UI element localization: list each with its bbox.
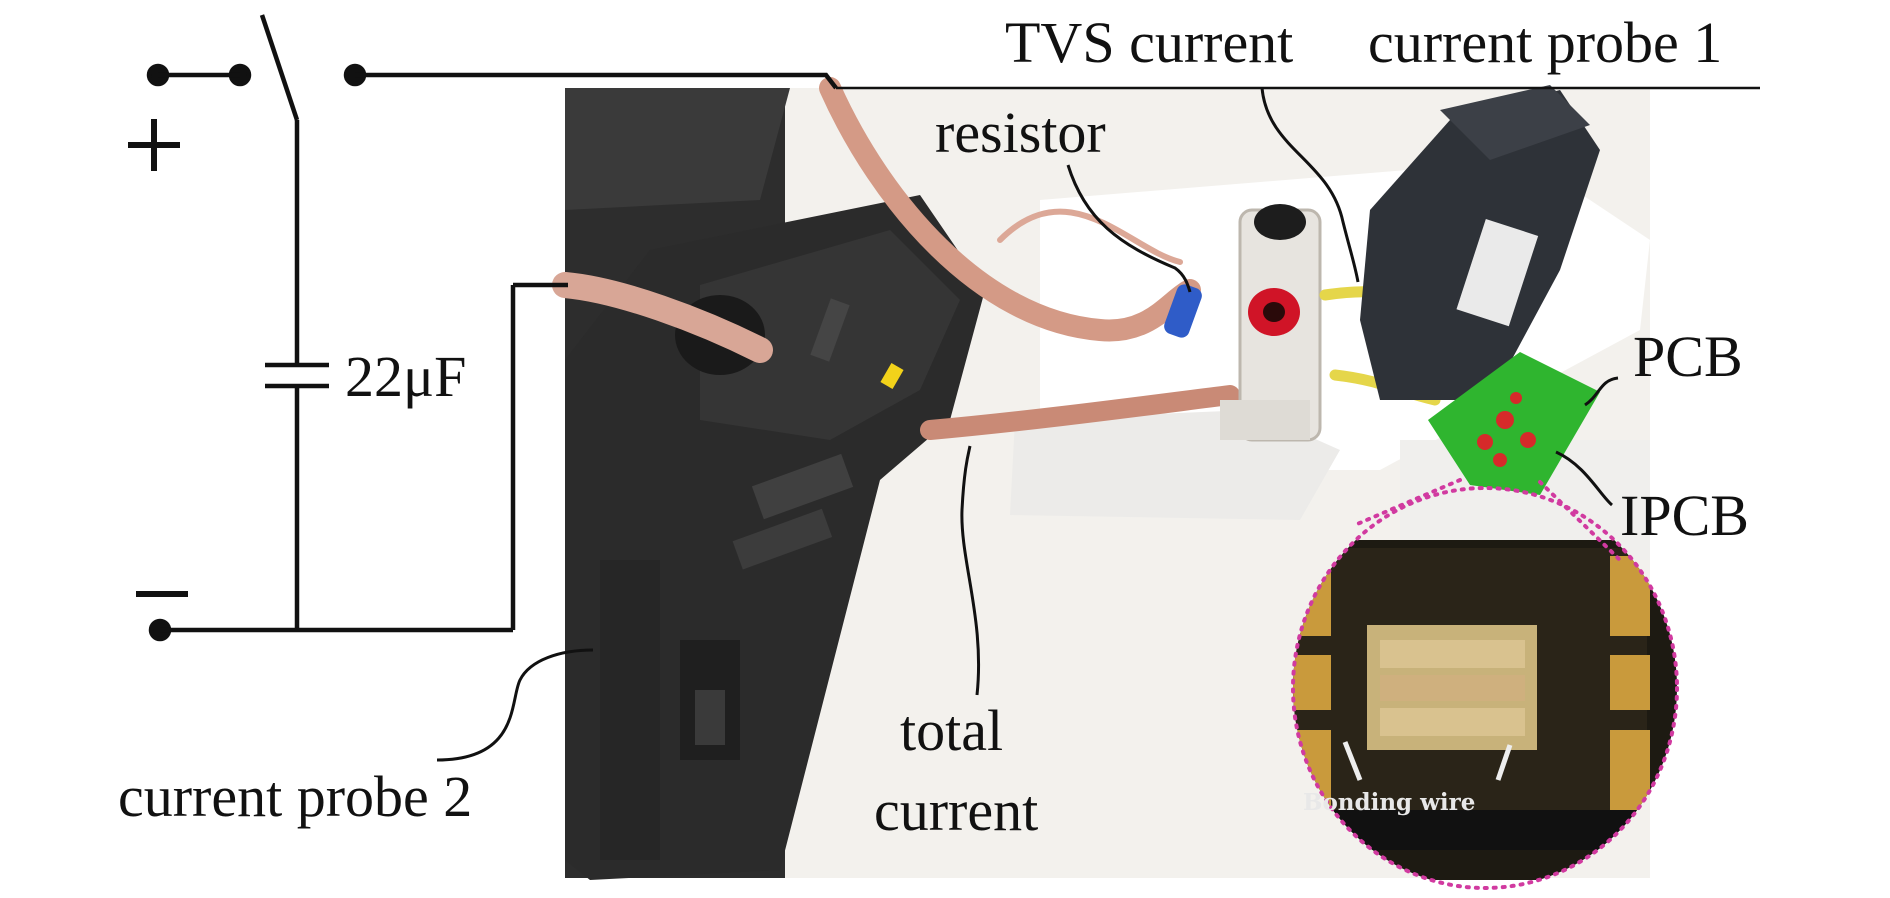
bonding-wire-label: Bonding wire bbox=[1303, 789, 1476, 816]
ipcb-label: IPCB bbox=[1620, 483, 1749, 548]
resistor-component bbox=[1164, 284, 1202, 338]
resistor-leader bbox=[1066, 164, 1192, 293]
tvs-current-label: TVS current bbox=[1005, 10, 1294, 75]
ipcb-leader bbox=[1555, 450, 1614, 507]
pcb-leader bbox=[1584, 376, 1619, 407]
total-current-label-line1: total bbox=[900, 698, 1004, 763]
terminal-post bbox=[1220, 204, 1322, 442]
current-probe-1-label: current probe 1 bbox=[1368, 10, 1723, 75]
resistor-label: resistor bbox=[935, 100, 1106, 165]
pcb-board bbox=[1428, 352, 1600, 495]
tvs-current-leader bbox=[1260, 87, 1360, 283]
polarity-symbols bbox=[128, 119, 188, 597]
leader-lines bbox=[436, 87, 1619, 762]
magnify-circle bbox=[1291, 486, 1679, 890]
current-probe-1-device bbox=[1360, 85, 1600, 400]
ipcb-magnified-inset bbox=[1291, 478, 1679, 890]
capacitance-label: 22μF bbox=[345, 344, 467, 409]
total-current-label-line2: current bbox=[874, 778, 1039, 843]
pcb-label: PCB bbox=[1633, 324, 1743, 389]
copper-wires bbox=[552, 77, 1240, 440]
circuit-schematic bbox=[146, 14, 1760, 642]
current-probe-2-label: current probe 2 bbox=[118, 764, 473, 829]
probe2-leader bbox=[436, 648, 594, 762]
total-current-leader bbox=[960, 445, 981, 696]
switch-blade bbox=[259, 14, 300, 121]
